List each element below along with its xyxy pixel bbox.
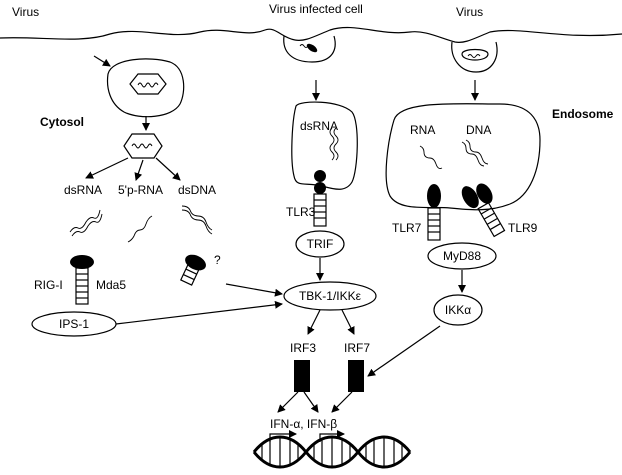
infected-cell-pocket	[283, 35, 336, 63]
dsrna-endo-label: dsRNA	[300, 119, 338, 133]
rig-i-label: RIG-I	[34, 278, 63, 292]
endo-dna-strand-a	[461, 141, 485, 167]
myd88-node	[427, 242, 497, 270]
irf7-label: IRF7	[344, 341, 370, 355]
endo-rna-strand	[419, 145, 443, 169]
myd88-label: MyD88	[443, 249, 481, 263]
dsdna-label: dsDNA	[178, 183, 216, 197]
virus-right-label: Virus	[456, 5, 483, 19]
arrow-tbk1-to-irf7	[341, 309, 355, 335]
irf3-label: IRF3	[290, 341, 316, 355]
irf3-block	[294, 360, 310, 392]
tlr9-receptor	[461, 183, 506, 238]
tlr3-domain-top	[314, 170, 326, 182]
endo-dsrna-b	[333, 127, 339, 161]
cell-membrane	[0, 26, 622, 43]
right-virus-vesicle	[461, 48, 489, 61]
trif-node	[295, 230, 345, 258]
right-virus-genome	[467, 54, 481, 58]
rig-i-mda5-head	[70, 255, 94, 269]
arrow-to-dsrna	[85, 157, 129, 179]
arrow-tbk1-to-irf3	[307, 309, 321, 335]
ifn-label: IFN-α, IFN-β	[270, 417, 337, 431]
arrow-ips1-to-tbk1	[115, 300, 283, 325]
trif-label: TRIF	[307, 237, 334, 251]
infected-cell-label: Virus infected cell	[269, 2, 363, 16]
cytosol-label: Cytosol	[40, 115, 84, 129]
tbk1-label: TBK-1/IKKε	[299, 289, 362, 303]
five-p-rna-label: 5'p-RNA	[118, 183, 163, 197]
endo-dsrna-a	[329, 127, 335, 161]
tlr3-domain-bottom	[314, 182, 326, 194]
tlr7-stalk	[427, 207, 441, 241]
genome-left	[137, 82, 159, 88]
ips1-label: IPS-1	[59, 317, 89, 331]
endosome-label: Endosome	[552, 107, 614, 121]
tlr3-stalk	[313, 193, 327, 227]
cytoplasmic-vesicle	[106, 58, 185, 118]
dsrna-cytosol-label: dsRNA	[64, 183, 102, 197]
mda5-label: Mda5	[96, 278, 126, 292]
tbk1-node	[283, 281, 377, 311]
arrow-to-5prna	[134, 159, 144, 181]
tlr3-label: TLR3	[286, 205, 316, 219]
tlr7-head	[427, 184, 441, 208]
right-virus-pocket	[451, 41, 498, 73]
arrow-irf3-to-ifnb	[303, 391, 319, 413]
virus-capsid-left	[129, 73, 167, 95]
ikka-node	[433, 294, 483, 326]
five-p-rna-strand	[127, 215, 153, 243]
rna-label: RNA	[410, 123, 435, 137]
dsrna-strand-a	[69, 209, 101, 233]
pocket-genome	[299, 44, 309, 48]
virus-left-label: Virus	[12, 5, 39, 19]
tlr3-endosome	[291, 101, 358, 190]
released-genome	[131, 143, 153, 149]
dsdna-strand-a	[181, 205, 213, 231]
dna-sensor-unknown	[180, 254, 206, 286]
arrow-irf7-to-ifn	[331, 391, 353, 413]
endo-dna-strand-b	[465, 139, 489, 165]
tlr9-label: TLR9	[508, 221, 538, 235]
arrow-irf3-to-ifna	[277, 391, 299, 413]
arrow-ikka-to-irf7	[367, 325, 441, 377]
right-endosome	[385, 103, 541, 211]
entry-arrow-left	[93, 55, 111, 67]
dsdna-strand-b	[181, 209, 213, 235]
dsrna-strand-b	[71, 213, 103, 237]
pocket-virion	[306, 43, 318, 53]
tlr7-label: TLR7	[392, 221, 422, 235]
dna-label: DNA	[466, 123, 491, 137]
ikka-label: IKKα	[445, 303, 471, 317]
question-mark: ?	[214, 253, 221, 267]
arrow-to-dsdna	[155, 157, 181, 181]
irf7-block	[348, 360, 364, 392]
arrow-sensor-to-tbk1	[225, 283, 283, 297]
dna-helix	[252, 435, 412, 469]
released-capsid	[123, 133, 163, 159]
